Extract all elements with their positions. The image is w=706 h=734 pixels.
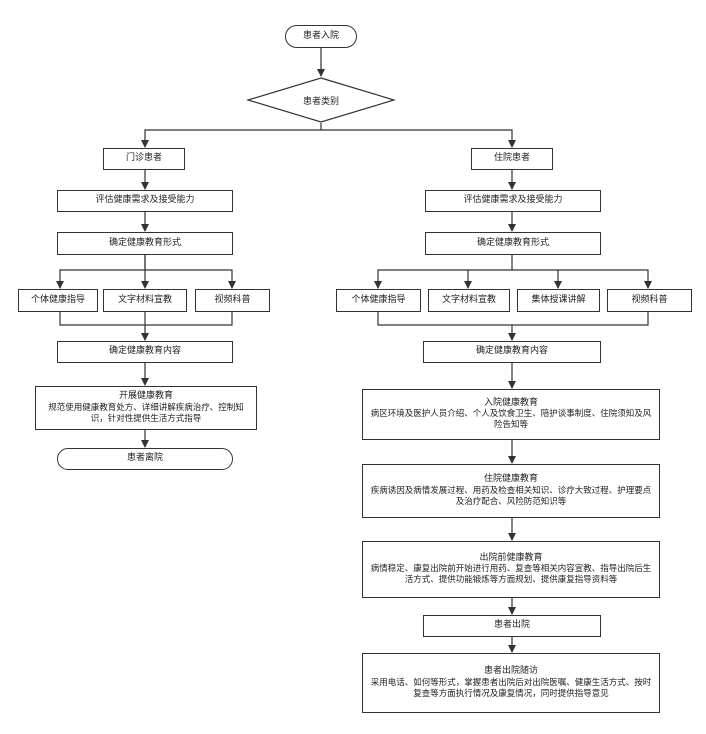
outpatient-label: 门诊患者 [125,153,162,164]
arrow-ip-5 [512,269,562,289]
ip-discharge-label: 患者出院 [493,620,530,631]
arrow-op-3 [56,255,146,289]
op-education-title: 开展健康教育 [118,391,173,402]
arrow-category-split [141,123,322,148]
op-leave-label: 患者离院 [126,453,163,464]
ip-admit-education-title: 入院健康教育 [483,397,538,408]
op-video-label: 视频科普 [214,294,251,305]
op-form-node: 确定健康教育形式 [57,232,233,255]
ip-individual-node: 个体健康指导 [336,289,421,312]
ip-followup-title: 患者出院随访 [483,666,538,677]
category-label: 患者类别 [302,97,339,107]
ip-individual-label: 个体健康指导 [351,294,406,305]
arrow-ip-3 [374,255,513,289]
op-content-label: 确定健康教育内容 [108,346,181,357]
ip-predischarge-education-title: 出院前健康教育 [479,552,543,563]
inpatient-node: 住院患者 [471,148,553,170]
admission-label: 患者入院 [302,30,339,41]
arrow-op-5 [145,269,236,289]
op-education-body: 规范使用健康教育处方、详细讲解疾病治疗、控制知识，针对性提供生活方式指导 [48,402,244,424]
ip-assess-label: 评估健康需求及接受能力 [463,195,563,206]
ip-group-label: 集体授课讲解 [531,294,586,305]
arrow-category-inpatient [321,129,516,148]
op-assess-node: 评估健康需求及接受能力 [57,190,233,212]
ip-predischarge-education-body: 病情稳定、康复出院前开始进行用药、复查等相关内容宣教、指导出院后生活方式、提供功… [370,564,652,586]
category-diamond [245,77,397,123]
op-individual-label: 个体健康指导 [30,294,85,305]
ip-written-node: 文字材料宣教 [428,289,510,312]
ip-discharge-node: 患者出院 [423,615,601,637]
op-individual-node: 个体健康指导 [18,289,98,312]
ip-written-label: 文字材料宣教 [441,294,496,305]
ip-followup-body: 采用电话、如何等形式，掌握患者出院后对出院医嘱、健康生活方式、按时复查等方面执行… [370,677,652,699]
op-education-node: 开展健康教育 规范使用健康教育处方、详细讲解疾病治疗、控制知识，针对性提供生活方… [35,386,257,430]
op-leave-node: 患者离院 [57,448,233,470]
inpatient-label: 住院患者 [493,153,530,164]
ip-form-node: 确定健康教育形式 [425,232,601,255]
arrow-ip-6 [558,269,652,289]
op-assess-label: 评估健康需求及接受能力 [95,195,195,206]
op-video-node: 视频科普 [195,289,270,312]
ip-stay-education-title: 住院健康教育 [483,474,538,485]
outpatient-node: 门诊患者 [103,148,185,170]
ip-admit-education-node: 入院健康教育 病区环境及医护人员介绍、个人及饮食卫生、陪护谈事制度、住院须知及风… [362,389,660,440]
ip-admit-education-body: 病区环境及医护人员介绍、个人及饮食卫生、陪护谈事制度、住院须知及风险告知等 [370,409,652,431]
ip-assess-node: 评估健康需求及接受能力 [425,190,601,212]
ip-content-node: 确定健康教育内容 [423,341,601,363]
ip-video-node: 视频科普 [607,289,692,312]
ip-form-label: 确定健康教育形式 [476,237,549,248]
op-written-node: 文字材料宣教 [103,289,187,312]
ip-video-label: 视频科普 [631,294,668,305]
ip-stay-education-node: 住院健康教育 疾病诱因及病情发展过程、用药及检查相关知识、诊疗大致过程、护理要点… [362,464,660,518]
ip-predischarge-education-node: 出院前健康教育 病情稳定、康复出院前开始进行用药、复查等相关内容宣教、指导出院后… [362,541,660,598]
ip-group-node: 集体授课讲解 [517,289,600,312]
op-content-node: 确定健康教育内容 [57,341,233,363]
admission-node: 患者入院 [285,25,357,48]
ip-content-label: 确定健康教育内容 [475,346,548,357]
op-form-label: 确定健康教育形式 [108,237,181,248]
ip-stay-education-body: 疾病诱因及病情发展过程、用药及检查相关知识、诊疗大致过程、护理要点及治疗配合、风… [370,485,652,507]
ip-followup-node: 患者出院随访 采用电话、如何等形式，掌握患者出院后对出院医嘱、健康生活方式、按时… [362,653,660,713]
op-written-label: 文字材料宣教 [117,294,172,305]
arrow-ip-7 [377,312,649,326]
arrow-op-6 [59,312,233,326]
